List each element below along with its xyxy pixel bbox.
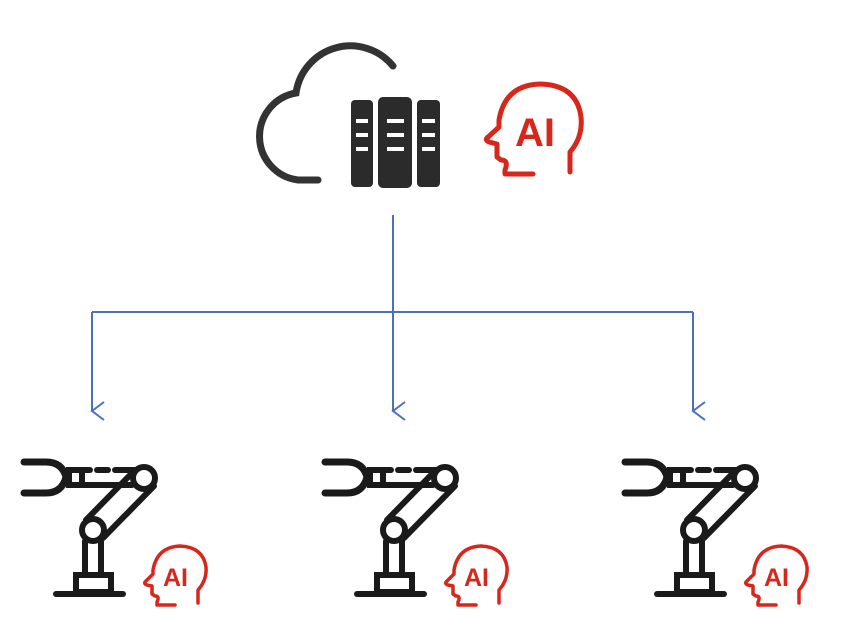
ai-label: AI	[764, 564, 789, 592]
ai-label: AI	[515, 111, 555, 155]
ai-label: AI	[464, 564, 489, 592]
ai-head-icon: AI	[444, 544, 509, 607]
ai-label: AI	[163, 564, 188, 592]
ai-head-icon: AI	[143, 544, 208, 607]
robot-arm-2: AI	[321, 458, 509, 607]
root-node: AI	[256, 42, 584, 188]
robot-arm-icon	[20, 458, 158, 597]
robot-arm-1: AI	[20, 458, 208, 607]
robot-arm-icon	[321, 458, 459, 597]
cloud-icon	[256, 42, 397, 184]
ai-head-icon: AI	[744, 544, 809, 607]
ai-head-icon: AI	[483, 81, 584, 177]
server-rack-icon	[351, 97, 440, 188]
robot-nodes: AI AI	[20, 458, 809, 607]
robot-arm-3: AI	[621, 458, 809, 607]
connector-tree	[90, 215, 706, 421]
robot-arm-icon	[621, 458, 759, 597]
